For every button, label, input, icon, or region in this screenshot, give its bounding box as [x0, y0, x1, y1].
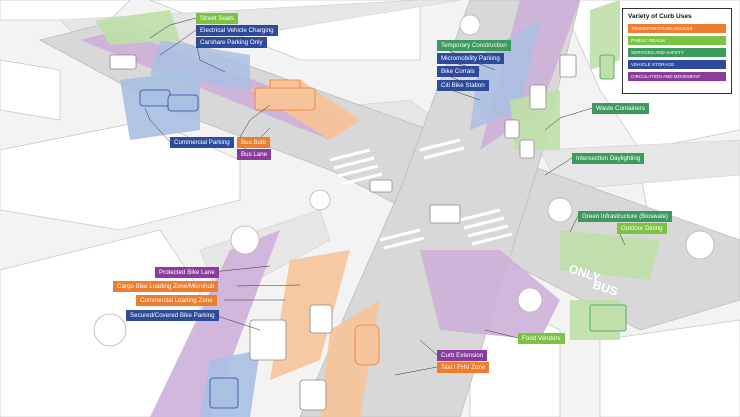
legend-item-label: VEHICLE STORAGE — [631, 62, 674, 67]
callout-label: Curb Extension — [441, 352, 483, 359]
legend-item-transportation-access: TRANSPORTATION ACCESS — [628, 24, 726, 33]
callout-micromobility-parking: Micromobility Parking — [437, 53, 504, 64]
legend-item-services-and-safety: SERVICES AND SAFETY — [628, 48, 726, 57]
legend-item-label: TRANSPORTATION ACCESS — [631, 26, 693, 31]
callout-label: Food Vendors — [522, 335, 561, 342]
callout-outdoor-dining: Outdoor Dining — [617, 223, 667, 234]
callout-cargo-bike-loading-zone: Cargo Bike Loading Zone/Microhub — [113, 281, 218, 292]
callout-label: Electrical Vehicle Charging — [200, 27, 274, 34]
callout-green-infrastructure: Green Infrastructure (Bioswale) — [578, 211, 672, 222]
callout-intersection-daylighting: Intersection Daylighting — [572, 153, 644, 164]
callout-label: Green Infrastructure (Bioswale) — [582, 213, 668, 220]
legend: Variety of Curb Uses TRANSPORTATION ACCE… — [622, 8, 732, 94]
callout-protected-bike-lane: Protected Bike Lane — [155, 267, 219, 278]
callout-label: Commercial Parking — [174, 139, 230, 146]
callout-food-vendors: Food Vendors — [518, 333, 565, 344]
callout-label: Cargo Bike Loading Zone/Microhub — [117, 283, 214, 290]
callout-label: Waste Containers — [596, 105, 645, 112]
callout-citi-bike-station: Citi Bike Station — [437, 80, 489, 91]
callout-bus-lane: Bus Lane — [237, 149, 271, 160]
callout-label: Bike Corrals — [441, 68, 475, 75]
callout-bus-bulb: Bus Bulb — [237, 137, 270, 148]
callout-taxi-fhv-zone: Taxi / FHV Zone — [437, 362, 489, 373]
callout-label: Protected Bike Lane — [159, 269, 215, 276]
legend-item-label: SERVICES AND SAFETY — [631, 50, 684, 55]
callout-label: Outdoor Dining — [621, 225, 663, 232]
legend-item-circulation-and-movement: CIRCULATION AND MOVEMENT — [628, 72, 726, 81]
callout-electrical-vehicle-charging: Electrical Vehicle Charging — [196, 25, 278, 36]
callout-temporary-construction: Temporary Construction — [437, 40, 511, 51]
callout-label: Temporary Construction — [441, 42, 507, 49]
callout-commercial-loading-zone: Commercial Loading Zone — [136, 295, 217, 306]
legend-title: Variety of Curb Uses — [628, 13, 726, 20]
legend-item-label: PUBLIC REALM — [631, 38, 665, 43]
callout-label: Intersection Daylighting — [576, 155, 640, 162]
callout-waste-containers: Waste Containers — [592, 103, 649, 114]
callout-label: Commercial Loading Zone — [140, 297, 213, 304]
callout-label: Micromobility Parking — [441, 55, 500, 62]
callout-label: Secured/Covered Bike Parking — [130, 312, 215, 319]
callout-secured-covered-bike-parking: Secured/Covered Bike Parking — [126, 310, 219, 321]
callout-label: Street Seats — [200, 15, 234, 22]
callout-commercial-parking: Commercial Parking — [170, 137, 234, 148]
legend-item-vehicle-storage: VEHICLE STORAGE — [628, 60, 726, 69]
callout-carshare-parking-only: Carshare Parking Only — [196, 37, 267, 48]
callout-street-seats: Street Seats — [196, 13, 238, 24]
callout-label: Taxi / FHV Zone — [441, 364, 485, 371]
callout-label: Citi Bike Station — [441, 82, 485, 89]
callout-curb-extension: Curb Extension — [437, 350, 487, 361]
legend-item-label: CIRCULATION AND MOVEMENT — [631, 74, 700, 79]
legend-item-public-realm: PUBLIC REALM — [628, 36, 726, 45]
callout-label: Carshare Parking Only — [200, 39, 263, 46]
callout-label: Bus Lane — [241, 151, 267, 158]
callout-label: Bus Bulb — [241, 139, 266, 146]
callout-bike-corrals: Bike Corrals — [437, 66, 479, 77]
